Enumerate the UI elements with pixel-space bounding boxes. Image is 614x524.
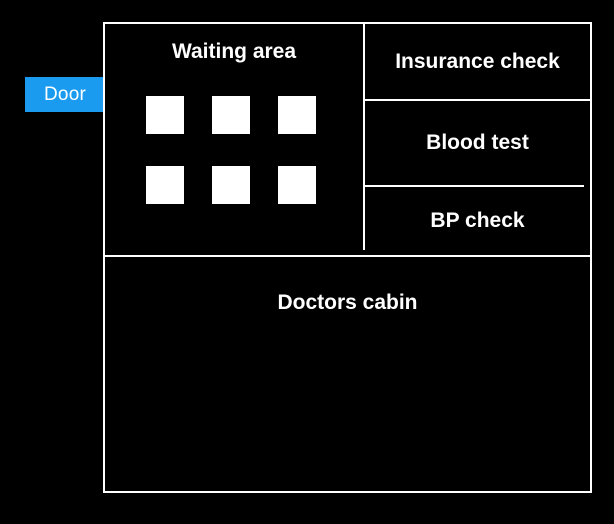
waiting-area-seat-grid bbox=[146, 96, 316, 204]
wall-divider-horizontal-main bbox=[105, 255, 590, 257]
room-label-doctors-cabin: Doctors cabin bbox=[277, 291, 418, 314]
room-bp-check[interactable]: BP check bbox=[365, 187, 590, 255]
door-entrance-label[interactable]: Door bbox=[25, 77, 105, 112]
service-rooms-column: Insurance check Blood test BP check bbox=[365, 24, 590, 255]
room-label-insurance-check: Insurance check bbox=[395, 49, 560, 73]
door-label-text: Door bbox=[44, 83, 86, 105]
waiting-seat[interactable] bbox=[278, 96, 316, 134]
room-label-blood-test: Blood test bbox=[426, 131, 529, 154]
wall-divider-horizontal-1 bbox=[365, 99, 590, 101]
room-waiting-area[interactable]: Waiting area bbox=[105, 24, 363, 255]
room-doctors-cabin[interactable]: Doctors cabin bbox=[105, 257, 590, 491]
waiting-seat[interactable] bbox=[146, 96, 184, 134]
waiting-seat[interactable] bbox=[212, 166, 250, 204]
room-label-waiting-area: Waiting area bbox=[171, 40, 297, 63]
upper-rooms-band: Waiting area Insurance check bbox=[105, 24, 590, 255]
wall-divider-vertical bbox=[363, 24, 365, 250]
waiting-seat[interactable] bbox=[146, 166, 184, 204]
room-insurance-check[interactable]: Insurance check bbox=[365, 24, 590, 99]
waiting-seat[interactable] bbox=[278, 166, 316, 204]
waiting-seat[interactable] bbox=[212, 96, 250, 134]
wall-divider-horizontal-2 bbox=[365, 185, 584, 187]
floorplan-boundary: Waiting area Insurance check bbox=[103, 22, 592, 493]
room-label-bp-check: BP check bbox=[430, 209, 525, 232]
room-blood-test[interactable]: Blood test bbox=[365, 101, 590, 185]
